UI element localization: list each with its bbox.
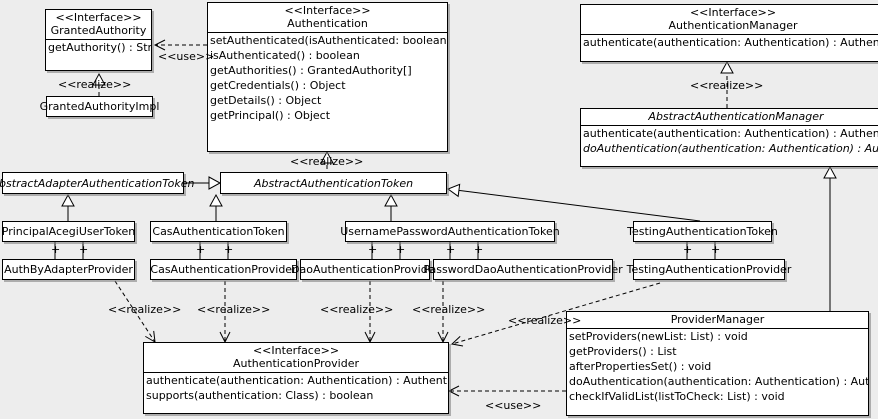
class-principal-acegi-user-token[interactable]: PrincipalAcegiUserToken — [2, 221, 135, 242]
class-testing-authentication-provider-name: TestingAuthenticationProvider — [626, 263, 792, 276]
label-realize-granted-authority-impl: <<realize>> — [58, 78, 132, 91]
multiplicity-principal-acegi-right: + — [79, 243, 89, 256]
class-dao-authentication-provider[interactable]: DaoAuthenticationProvider — [291, 259, 439, 280]
class-cas-authentication-provider[interactable]: CasAuthenticationProvider — [150, 259, 297, 280]
class-authentication-manager-operations: authenticate(authentication: Authenticat… — [581, 34, 878, 50]
operation-get-principal: getPrincipal() : Object — [210, 109, 331, 122]
operation-get-details: getDetails() : Object — [210, 94, 322, 107]
class-abstract-adapter-authentication-token-name: AbstractAdapterAuthenticationToken — [0, 176, 195, 190]
class-username-password-authentication-token[interactable]: UsernamePasswordAuthenticationToken — [340, 221, 560, 242]
operation-get-authorities: getAuthorities() : GrantedAuthority[] — [210, 64, 412, 77]
class-granted-authority[interactable]: <<Interface>> GrantedAuthority getAuthor… — [45, 9, 152, 71]
operation-after-properties-set: afterPropertiesSet() : void — [569, 360, 712, 373]
class-abstract-authentication-manager-name: AbstractAuthenticationManager — [648, 110, 824, 123]
class-password-dao-authentication-provider[interactable]: PasswordDaoAuthenticationProvider — [423, 259, 623, 280]
class-authentication-provider-stereotype: <<Interface>> — [252, 344, 340, 357]
class-authentication-name: Authentication — [287, 17, 368, 30]
class-password-dao-authentication-provider-name: PasswordDaoAuthenticationProvider — [423, 263, 623, 276]
class-dao-authentication-provider-name: DaoAuthenticationProvider — [291, 263, 439, 276]
multiplicity-principal-acegi-left: + — [51, 243, 61, 256]
class-authentication-manager-header: <<Interface>> AuthenticationManager — [581, 5, 878, 34]
operation-set-authenticated: setAuthenticated(isAuthenticated: boolea… — [210, 34, 447, 47]
class-abstract-authentication-token[interactable]: AbstractAuthenticationToken — [220, 172, 447, 194]
edge-realize-testing-authentication-provider — [450, 282, 661, 347]
class-abstract-authentication-manager[interactable]: AbstractAuthenticationManager authentica… — [580, 108, 878, 167]
class-authentication-manager-stereotype: <<Interface>> — [689, 6, 777, 19]
operation-supports: supports(authentication: Class) : boolea… — [146, 389, 374, 402]
class-provider-manager[interactable]: ProviderManager setProviders(newList: Li… — [566, 311, 869, 416]
class-authentication-provider[interactable]: <<Interface>> AuthenticationProvider aut… — [143, 342, 449, 414]
multiplicity-username-passworddao-left: + — [446, 243, 456, 256]
class-authentication-provider-header: <<Interface>> AuthenticationProvider — [144, 343, 448, 372]
class-provider-manager-header: ProviderManager — [567, 312, 868, 328]
class-granted-authority-operations: getAuthority() : String — [46, 39, 151, 55]
operation-authenticate: authenticate(authentication: Authenticat… — [583, 127, 878, 140]
class-abstract-adapter-authentication-token[interactable]: AbstractAdapterAuthenticationToken — [0, 172, 194, 194]
class-authentication-manager[interactable]: <<Interface>> AuthenticationManager auth… — [580, 4, 878, 62]
class-granted-authority-stereotype: <<Interface>> — [55, 11, 142, 24]
multiplicity-username-dao-left: + — [368, 243, 378, 256]
class-provider-manager-name: ProviderManager — [670, 313, 765, 326]
class-principal-acegi-user-token-name: PrincipalAcegiUserToken — [1, 225, 136, 238]
label-realize-cas-authentication-provider: <<realize>> — [197, 303, 271, 316]
label-use-provider-manager: <<use>> — [485, 399, 542, 412]
operation-check-if-valid-list: checkIfValidList(listToCheck: List) : vo… — [569, 390, 785, 403]
label-realize-password-dao-authentication-provider: <<realize>> — [412, 303, 486, 316]
multiplicity-testing-token-left: + — [683, 243, 693, 256]
operation-get-providers: getProviders() : List — [569, 345, 677, 358]
class-auth-by-adapter-provider-name: AuthByAdapterProvider — [4, 263, 133, 276]
class-granted-authority-impl[interactable]: GrantedAuthorityImpl — [40, 96, 159, 117]
label-use-authentication-granted-authority: <<use>> — [158, 50, 215, 63]
class-authentication-stereotype: <<Interface>> — [284, 4, 371, 17]
class-granted-authority-name: GrantedAuthority — [50, 24, 147, 37]
operation-get-authority: getAuthority() : String — [48, 41, 151, 54]
operation-authenticate: authenticate(authentication: Authenticat… — [146, 374, 448, 387]
class-authentication[interactable]: <<Interface>> Authentication setAuthenti… — [207, 2, 448, 152]
class-testing-authentication-provider[interactable]: TestingAuthenticationProvider — [627, 259, 791, 280]
class-authentication-provider-name: AuthenticationProvider — [232, 357, 360, 370]
multiplicity-cas-token-left: + — [196, 243, 206, 256]
multiplicity-testing-token-right: + — [711, 243, 721, 256]
class-abstract-authentication-manager-header: AbstractAuthenticationManager — [581, 109, 878, 125]
class-provider-manager-operations: setProviders(newList: List) : void getPr… — [567, 328, 868, 404]
class-cas-authentication-provider-name: CasAuthenticationProvider — [150, 263, 297, 276]
class-authentication-header: <<Interface>> Authentication — [208, 3, 447, 32]
class-granted-authority-header: <<Interface>> GrantedAuthority — [46, 10, 151, 39]
class-auth-by-adapter-provider[interactable]: AuthByAdapterProvider — [2, 259, 135, 280]
class-username-password-authentication-token-name: UsernamePasswordAuthenticationToken — [340, 225, 560, 238]
class-abstract-authentication-token-name: AbstractAuthenticationToken — [253, 176, 414, 190]
edge-generalization-testing-authentication-token — [446, 183, 701, 222]
class-granted-authority-impl-name: GrantedAuthorityImpl — [39, 100, 160, 113]
class-authentication-provider-operations: authenticate(authentication: Authenticat… — [144, 372, 448, 403]
edge-realize-auth-by-adapter-provider — [114, 280, 156, 343]
label-realize-abstract-authentication-manager: <<realize>> — [690, 79, 764, 92]
class-authentication-operations: setAuthenticated(isAuthenticated: boolea… — [208, 32, 447, 123]
operation-set-providers: setProviders(newList: List) : void — [569, 330, 748, 343]
label-realize-dao-authentication-provider: <<realize>> — [320, 303, 394, 316]
operation-get-credentials: getCredentials() : Object — [210, 79, 346, 92]
label-realize-auth-by-adapter-provider: <<realize>> — [108, 303, 182, 316]
class-authentication-manager-name: AuthenticationManager — [668, 19, 798, 32]
class-cas-authentication-token-name: CasAuthenticationToken — [152, 225, 285, 238]
multiplicity-username-passworddao-right: + — [474, 243, 484, 256]
class-testing-authentication-token-name: TestingAuthenticationToken — [627, 225, 778, 238]
operation-is-authenticated: isAuthenticated() : boolean — [210, 49, 360, 62]
multiplicity-cas-token-right: + — [224, 243, 234, 256]
class-abstract-authentication-manager-operations: authenticate(authentication: Authenticat… — [581, 125, 878, 156]
operation-authenticate: authenticate(authentication: Authenticat… — [583, 36, 878, 49]
label-realize-testing-authentication-provider: <<realize>> — [508, 314, 582, 327]
operation-do-authentication: doAuthentication(authentication: Authent… — [569, 375, 868, 388]
class-cas-authentication-token[interactable]: CasAuthenticationToken — [150, 221, 287, 242]
class-testing-authentication-token[interactable]: TestingAuthenticationToken — [627, 221, 778, 242]
operation-do-authentication: doAuthentication(authentication: Authent… — [583, 142, 878, 155]
label-realize-abstract-authentication-token: <<realize>> — [290, 155, 364, 168]
multiplicity-username-dao-right: + — [396, 243, 406, 256]
